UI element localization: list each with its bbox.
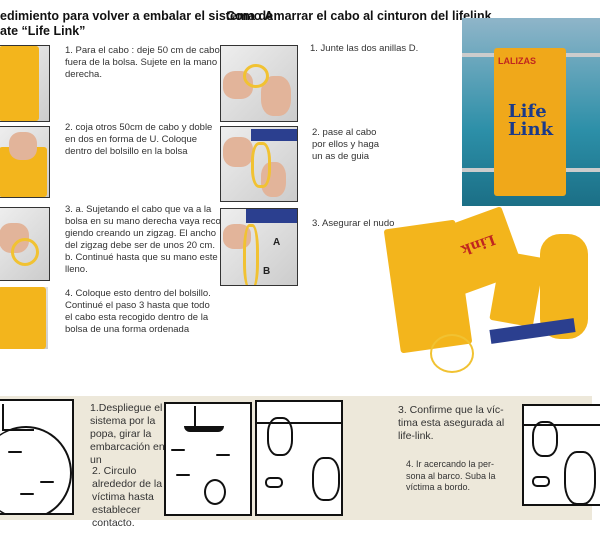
- left-step-3: 3. a. Sujetando el cabo que va a la bols…: [65, 204, 224, 275]
- photo-bag-step4: [0, 287, 48, 349]
- left-step-1: 1. Para el cabo : deje 50 cm de cabo fue…: [65, 45, 220, 80]
- photo-lifelink-on-rail: LALIZAS Life Link: [462, 18, 600, 206]
- photo-knot-step1: [220, 45, 298, 122]
- rescue-step-2: 2. Circulo alrededor de la víctima hasta…: [92, 465, 163, 529]
- left-title-line1: edimiento para volver a embalar el siste…: [0, 9, 274, 23]
- brand-logo: LALIZAS: [498, 56, 536, 66]
- illustration-secure: [255, 400, 343, 516]
- middle-step-3: 3. Asegurar el nudo: [312, 218, 395, 229]
- middle-title: Como Amarrar el cabo al cinturon del lif…: [226, 9, 492, 23]
- left-title: edimiento para volver a embalar el siste…: [0, 9, 273, 39]
- left-step-4: 4. Coloque esto dentro del bolsillo. Con…: [65, 288, 211, 335]
- left-title-line2: ate “Life Link”: [0, 24, 86, 38]
- photo-bag-step2: [0, 126, 50, 198]
- rescue-step-3: 3. Confirme que la víc-tima esta asegura…: [398, 404, 505, 442]
- middle-step-1: 1. Junte las dos anillas D.: [310, 43, 419, 54]
- rescue-step-4: 4. Ir acercando la per-sona al barco. Su…: [406, 459, 496, 492]
- photo-bag-step1: [0, 45, 50, 122]
- photo-bag-step3: [0, 207, 50, 281]
- photo-lifelink-product: Link: [383, 206, 600, 376]
- left-step-2: 2. coja otros 50cm de cabo y doble en do…: [65, 122, 213, 157]
- label-b: B: [263, 266, 271, 277]
- label-a: A: [273, 237, 281, 248]
- illustration-board: [522, 404, 600, 506]
- illustration-deploy: [0, 399, 74, 515]
- middle-step-2: 2. pase al cabo por ellos y haga un as d…: [312, 127, 380, 162]
- photo-knot-step2: [220, 126, 298, 202]
- product-logo: Life Link: [508, 101, 554, 140]
- rescue-step-1: 1.Despliegue el sistema por la popa, gir…: [90, 402, 165, 466]
- illustration-circle: [164, 402, 252, 516]
- photo-knot-step3: A B: [220, 208, 298, 286]
